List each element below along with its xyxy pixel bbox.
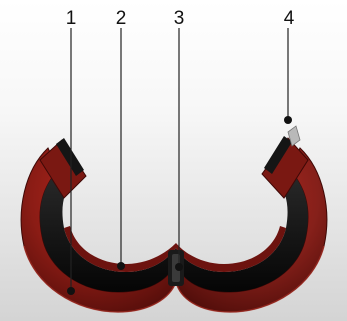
callout-dot-3 [175, 263, 183, 271]
callout-label-4: 4 [284, 8, 295, 29]
callout-label-2: 2 [116, 8, 127, 29]
callout-dot-2 [117, 262, 125, 270]
callout-label-3: 3 [174, 8, 185, 29]
callout-dot-4 [284, 116, 292, 124]
callout-dot-1 [67, 287, 75, 295]
callout-label-1: 1 [66, 8, 77, 29]
